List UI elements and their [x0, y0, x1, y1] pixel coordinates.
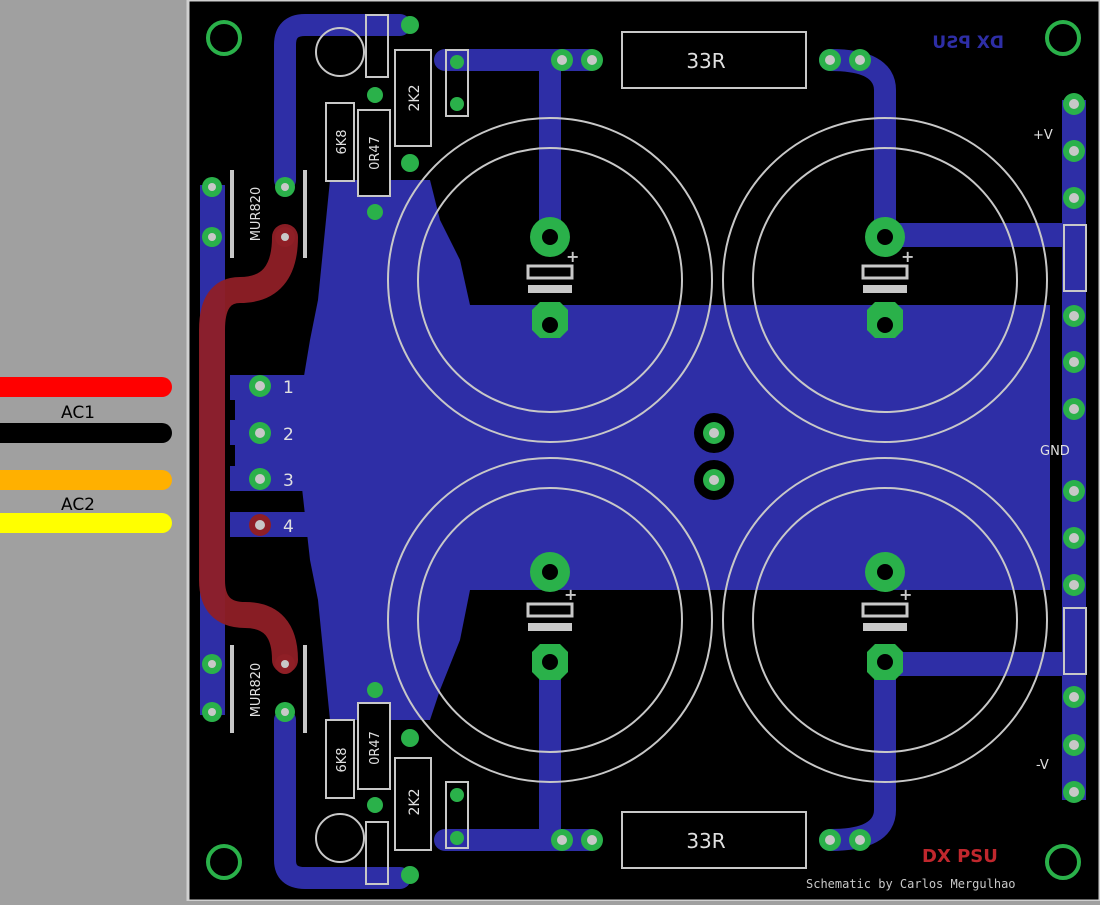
capacitors: + + + + [526, 217, 914, 680]
silk-title-mirrored: DX PSU [932, 33, 1004, 53]
cap-tl: + [526, 217, 579, 338]
ac-terminal-label-1: 1 [283, 378, 294, 398]
ground-vias [694, 413, 734, 500]
resistor-label-33r-top: 33R [686, 49, 725, 73]
trace-top-loop [274, 14, 411, 191]
output-label-neg: -V [1036, 758, 1049, 773]
mounting-holes [206, 20, 1081, 880]
mount-hole-tr [1045, 20, 1081, 56]
capacitor-outlines [387, 117, 1048, 783]
mount-hole-br [1045, 844, 1081, 880]
cap-outline-tr-inner [752, 147, 1018, 413]
mount-hole-tl [206, 20, 242, 56]
resistor-label-2k2-top: 2K2 [407, 85, 423, 112]
output-label-pos: +V [1033, 128, 1053, 143]
cap-tr: + [861, 217, 914, 338]
ac-terminal-label-3: 3 [283, 471, 294, 491]
trace-bottom-loop [274, 709, 411, 889]
output-label-gnd: GND [1040, 444, 1070, 459]
resistor-label-2k2-bottom: 2K2 [407, 789, 423, 816]
neg-out-link [890, 652, 1066, 676]
wire-label-ac2: AC2 [61, 495, 95, 515]
cap-outline-br-inner [752, 487, 1018, 753]
diode-top: MUR820 [202, 170, 307, 258]
trace-bottom-cap2 [819, 649, 896, 851]
output-terminals: +V GND -V [1033, 93, 1087, 803]
resistor-label-0r47-top: 0R47 [368, 136, 383, 170]
small-parts-bottom: 2K2 6K8 0R47 [315, 682, 469, 885]
cap-outline-tr-outer [722, 117, 1048, 443]
ac-terminal-label-4: 4 [283, 517, 294, 537]
polarity-mark-tl: + [566, 247, 579, 266]
cap-outline-tl-inner [417, 147, 683, 413]
ac-wires: AC1 AC2 [0, 377, 172, 533]
polarity-mark-br: + [899, 585, 912, 604]
ac-terminals: 1 2 3 4 [249, 375, 294, 537]
cap-bl: + [526, 552, 577, 680]
polarity-mark-tr: + [901, 247, 914, 266]
diode-label-bottom: MUR820 [249, 663, 264, 718]
mount-hole-bl [206, 844, 242, 880]
cap-outline-tl-outer [387, 117, 713, 443]
ac-terminal-label-2: 2 [283, 425, 294, 445]
polarity-mark-bl: + [564, 585, 577, 604]
credit-text: Schematic by Carlos Mergulhao [806, 877, 1016, 891]
cap-br: + [861, 552, 912, 680]
resistor-label-0r47-bottom: 0R47 [368, 731, 383, 765]
trace-top-cap2 [819, 49, 896, 248]
wire-label-ac1: AC1 [61, 403, 95, 423]
cap-outline-bl-outer [387, 457, 713, 783]
resistor-label-33r-bottom: 33R [686, 829, 725, 853]
pos-out-link [890, 223, 1066, 247]
copper-top-trace [199, 224, 298, 673]
right-bus [1062, 100, 1086, 800]
diode-bottom: MUR820 [202, 645, 307, 733]
silk-title: DX PSU [922, 846, 998, 867]
resistor-33r-top: 33R [551, 31, 871, 89]
resistor-33r-bottom: 33R [551, 811, 871, 869]
small-parts-top: 2K2 6K8 0R47 [315, 14, 469, 220]
cap-outline-bl-inner [417, 487, 683, 753]
diode-label-top: MUR820 [249, 187, 264, 242]
resistor-label-6k8-bottom: 6K8 [335, 747, 350, 772]
cap-outline-br-outer [722, 457, 1048, 783]
resistor-label-6k8-top: 6K8 [335, 129, 350, 154]
ground-pour [235, 180, 1050, 720]
